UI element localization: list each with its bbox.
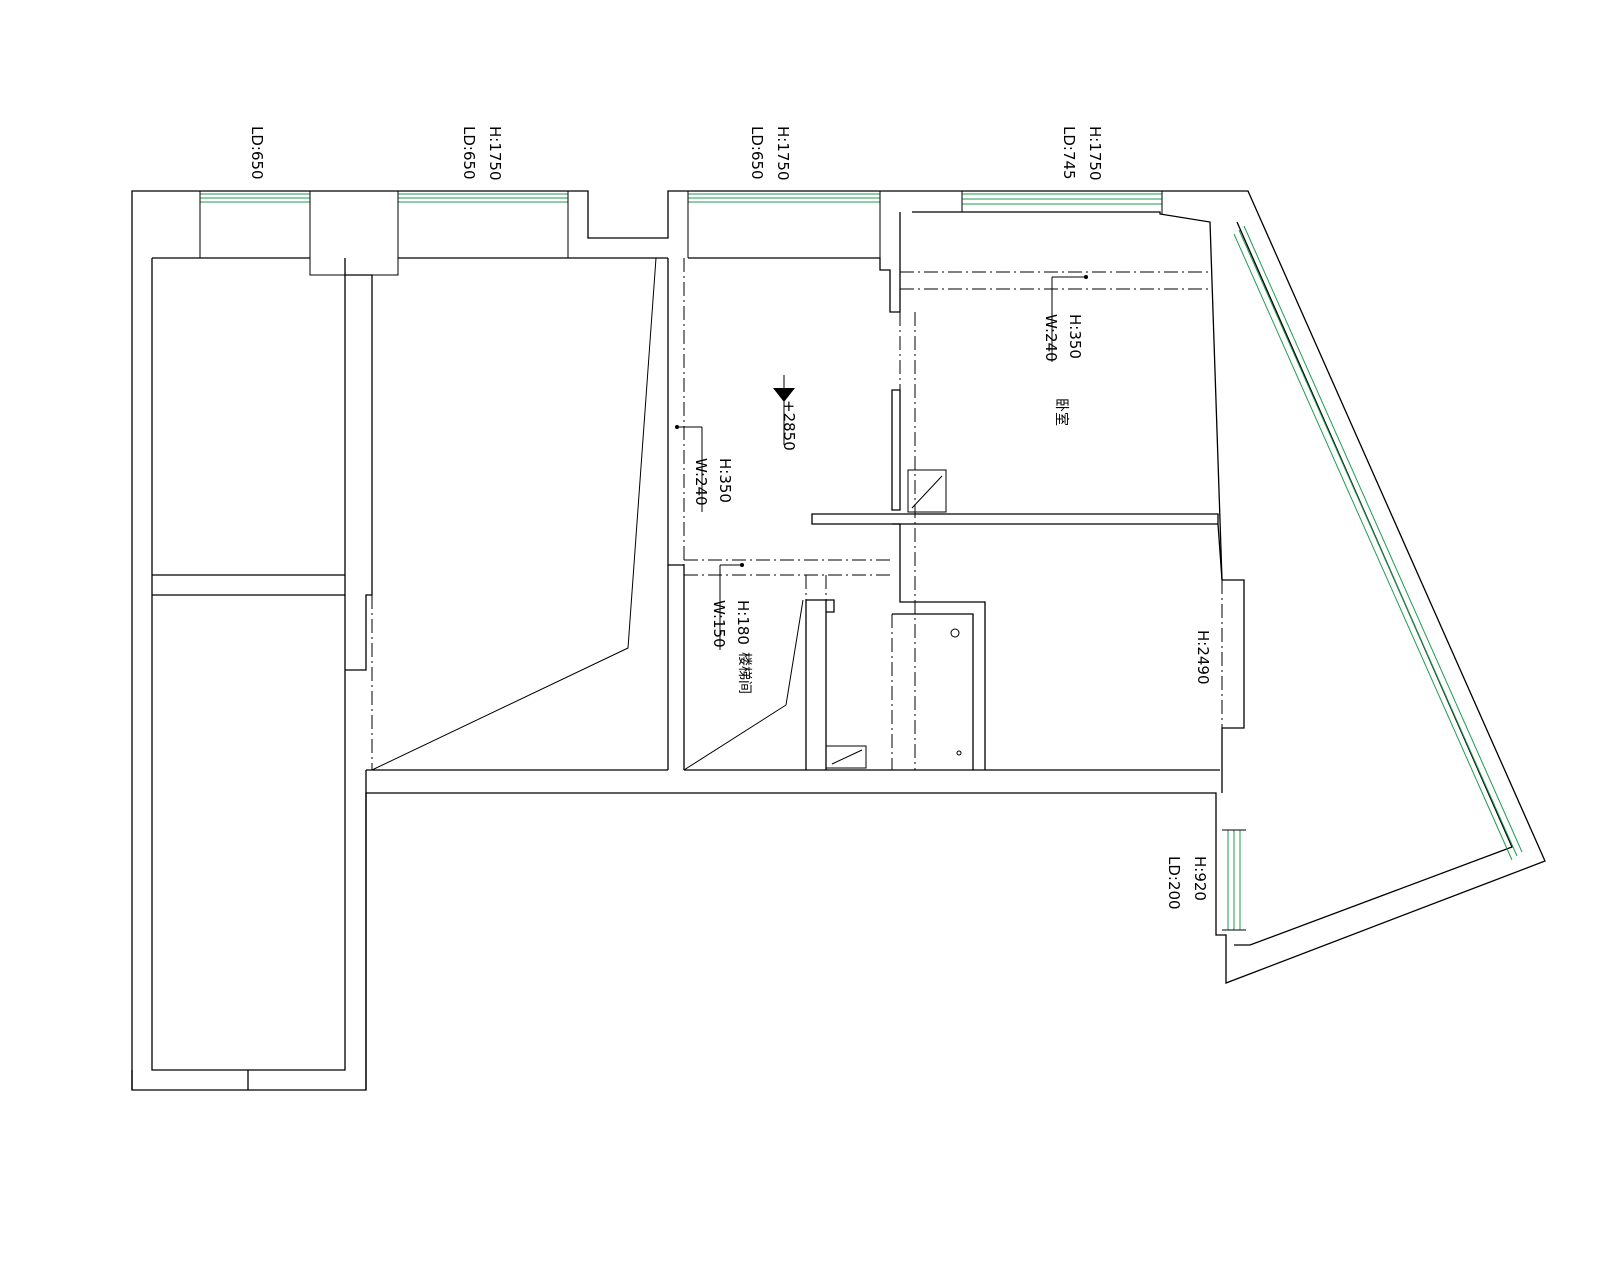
window-label-w2-line2: LD:650 [460, 126, 478, 180]
window-label-w5-line2: LD:200 [1165, 856, 1183, 910]
window-label-w2-line1: H:1750 [486, 126, 504, 181]
beam-label-b2-line2: W:240 [692, 458, 710, 506]
fixtures [825, 469, 962, 769]
elevation-marker: +2850 [773, 375, 798, 451]
sink-icon [825, 745, 867, 769]
drain-icon [950, 628, 960, 638]
beam-labels: H:350 W:240 H:350 W:240 H:180 W:150 [692, 314, 1084, 648]
window-label-w4-line2: LD:745 [1060, 126, 1078, 180]
window-label-w3-line1: H:1750 [774, 126, 792, 181]
window-label-w5-line1: H:920 [1191, 856, 1209, 901]
room-label-stairwell: 楼梯间 [736, 652, 752, 694]
window-labels: LD:650 H:1750 LD:650 H:1750 LD:650 H:175… [248, 126, 1209, 910]
height-label: H:2490 [1194, 630, 1212, 685]
beam-label-b3-line2: W:150 [710, 600, 728, 648]
beam-label-b1-line2: W:240 [1042, 314, 1060, 362]
washbasin-icon [907, 469, 947, 513]
beam-leaders [675, 275, 1088, 650]
window-label-w3-line2: LD:650 [748, 126, 766, 180]
window-frames [199, 191, 1246, 931]
window-label-w1-line1: LD:650 [248, 126, 266, 180]
outer-walls [131, 190, 1546, 1091]
window-label-w4-line1: H:1750 [1086, 126, 1104, 181]
beam-label-b2-line1: H:350 [716, 458, 734, 503]
beams-dashed [344, 258, 1245, 770]
room-label-bedroom: 卧室 [1053, 398, 1070, 426]
beam-label-b3-line1: H:180 [734, 600, 752, 645]
window-glazing [200, 193, 1523, 930]
elevation-triangle-icon [773, 388, 795, 402]
elevation-label: +2850 [780, 400, 798, 451]
beam-label-b1-line1: H:350 [1066, 314, 1084, 359]
floor-drain-icon [956, 750, 962, 756]
